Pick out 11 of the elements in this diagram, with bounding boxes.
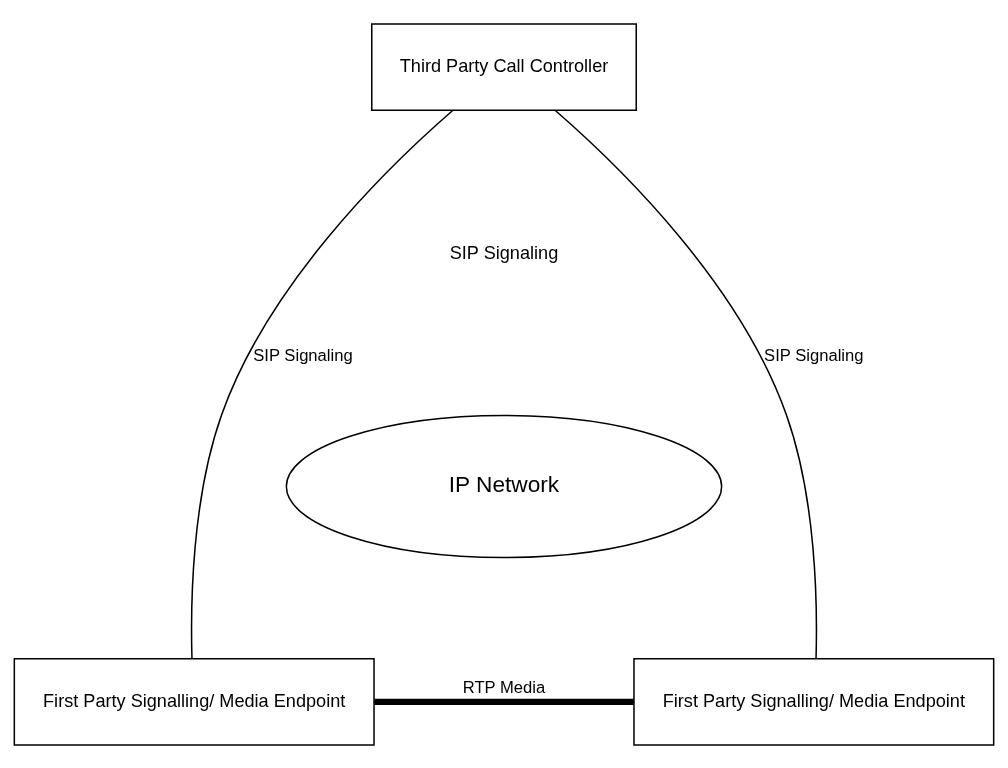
node-box: Third Party Call Controller: [371, 22, 637, 111]
node-box: First Party Signalling/ Media Endpoint: [633, 657, 995, 746]
edge-label: SIP Signaling: [253, 345, 353, 365]
connector: [374, 698, 634, 705]
edge-label: SIP Signaling: [764, 345, 864, 365]
connector: [554, 109, 818, 659]
node-ellipse: IP Network: [285, 414, 723, 558]
connector: [190, 109, 454, 659]
label: SIP Signaling: [449, 242, 559, 263]
edge-label: RTP Media: [462, 677, 546, 697]
node-box: First Party Signalling/ Media Endpoint: [13, 657, 375, 746]
